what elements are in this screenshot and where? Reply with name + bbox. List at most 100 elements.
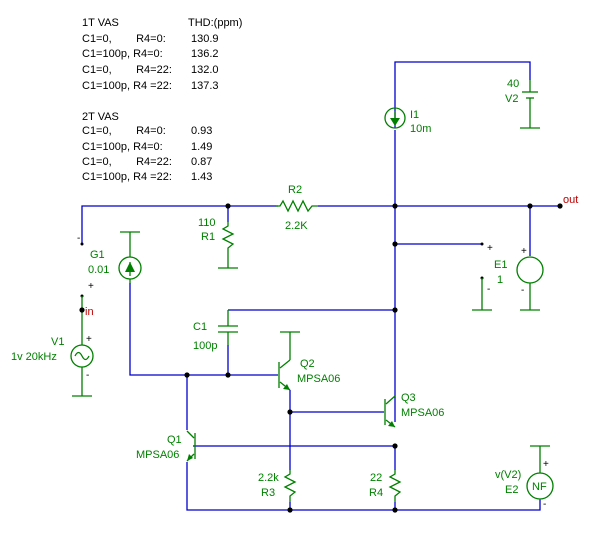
e1-pin-minus: -	[487, 284, 490, 295]
v1-name: V1	[51, 336, 64, 348]
r4-value: 22	[370, 472, 382, 484]
junction-dot	[392, 203, 398, 209]
e2-pin-minus: -	[543, 499, 546, 510]
junctions	[184, 203, 563, 513]
junction-dot	[557, 203, 563, 209]
emitter-arrow-icon	[187, 454, 193, 461]
r1-name: R1	[201, 231, 215, 243]
sine-icon	[74, 351, 90, 361]
resistor-icon	[283, 470, 297, 502]
vas1-row-value: 136.2	[191, 48, 219, 60]
q1-transistor: Q1 MPSA06	[136, 430, 196, 462]
r4-name: R4	[369, 487, 383, 499]
junction-dot	[392, 307, 398, 313]
vas1-row-label: C1=0, R4=22:	[82, 64, 172, 76]
i1-current-source: I1 10m	[384, 107, 431, 135]
q1-value: MPSA06	[136, 449, 179, 461]
thd-header: THD:(ppm)	[188, 17, 242, 29]
e2-name: E2	[505, 484, 518, 496]
vas1-row-label: C1=100p, R4 =22:	[82, 80, 172, 92]
thd-table: 1T VAS THD:(ppm) C1=0, R4=0: 130.9 C1=10…	[82, 17, 242, 183]
e2-meter: NF + - v(V2) E2	[495, 445, 554, 510]
c1-capacitor: C1 100p	[193, 310, 238, 352]
q2-name: Q2	[300, 358, 315, 370]
junction-dot	[392, 443, 398, 449]
q3-name: Q3	[401, 392, 416, 404]
g1-value: 0.01	[88, 264, 109, 276]
arrow-down-icon	[390, 118, 400, 126]
junction-dot	[225, 203, 231, 209]
e1-pin-plus: +	[487, 243, 493, 254]
q3-transistor: Q3 MPSA06	[384, 392, 444, 428]
vas2-row-label: C1=0, R4=22:	[82, 156, 172, 168]
g1-pin-minus: -	[77, 233, 80, 244]
q3-value: MPSA06	[401, 407, 444, 419]
v1-value: 1v 20kHz	[11, 351, 57, 363]
net-label-in: in	[85, 306, 94, 318]
r4-resistor: 22 R4	[369, 470, 402, 502]
c1-value: 100p	[193, 340, 217, 352]
v1-pin-plus: +	[86, 334, 92, 345]
e1-out-plus: +	[521, 246, 527, 257]
v2-value: 40	[507, 78, 519, 90]
v2-name: V2	[505, 93, 518, 105]
e2-value: v(V2)	[495, 469, 521, 481]
vas2-row-value: 1.43	[191, 171, 212, 183]
r2-name: R2	[288, 184, 302, 196]
g1-vccs: G1 0.01 - +	[77, 231, 142, 298]
e1-name: E1	[494, 259, 507, 271]
vas1-row-label: C1=0, R4=0:	[82, 33, 166, 45]
junction-dot	[287, 507, 293, 513]
i1-name: I1	[410, 109, 419, 121]
resistor-icon	[388, 470, 402, 502]
i1-value: 10m	[410, 123, 431, 135]
vas2-row-value: 0.87	[191, 156, 212, 168]
r3-value: 2.2k	[258, 472, 279, 484]
g1-name: G1	[90, 249, 105, 261]
vas2-row-label: C1=0, R4=0:	[82, 125, 166, 137]
r3-name: R3	[261, 487, 275, 499]
q2-transistor: Q2 MPSA06	[278, 331, 340, 391]
r3-resistor: 2.2k R3	[258, 470, 297, 502]
junction-dot	[392, 241, 398, 247]
vas1-row-value: 130.9	[191, 33, 219, 45]
vas1-row-value: 132.0	[191, 64, 219, 76]
q1-name: Q1	[167, 434, 182, 446]
v2-battery: 40 V2	[505, 78, 540, 129]
vas2-row-label: C1=100p, R4 =22:	[82, 171, 172, 183]
resistor-icon	[221, 222, 235, 252]
junction-dot	[225, 372, 231, 378]
output-rail-wire	[81, 205, 560, 244]
vas2-title: 2T VAS	[82, 111, 119, 123]
junction-dot	[184, 372, 190, 378]
pin-dot	[80, 242, 84, 246]
vas2-row-value: 1.49	[191, 141, 212, 153]
junction-dot	[527, 203, 533, 209]
r2-value: 2.2K	[285, 220, 308, 232]
vas2-row-label: C1=100p, R4=0:	[82, 141, 163, 153]
e1-out-minus: -	[521, 285, 524, 296]
vas1-title: 1T VAS	[82, 17, 119, 29]
r2-resistor: R2 2.2K	[276, 184, 318, 232]
vas1-row-value: 137.3	[191, 80, 219, 92]
vas1-row-label: C1=100p, R4=0:	[82, 48, 163, 60]
junction-dot	[287, 409, 293, 415]
v1-pin-minus: -	[86, 370, 89, 381]
supply-wire	[394, 61, 531, 128]
junction-dot	[392, 507, 398, 513]
e1-value: 1	[497, 274, 503, 286]
nf-symbol: NF	[532, 481, 547, 493]
vas2-row-value: 0.93	[191, 125, 212, 137]
resistor-icon	[276, 199, 318, 213]
net-label-out: out	[563, 194, 578, 206]
pin-dot	[480, 242, 484, 246]
r1-value: 110	[198, 217, 216, 229]
e2-pin-plus: +	[543, 459, 549, 470]
emitter-arrow-icon	[388, 421, 395, 427]
wires	[81, 61, 560, 511]
junction-dot	[79, 307, 85, 313]
e1-vcvs: + - + - E1 1	[472, 242, 544, 311]
emitter-arrow-icon	[283, 384, 290, 390]
ground-return-wire	[186, 462, 541, 511]
